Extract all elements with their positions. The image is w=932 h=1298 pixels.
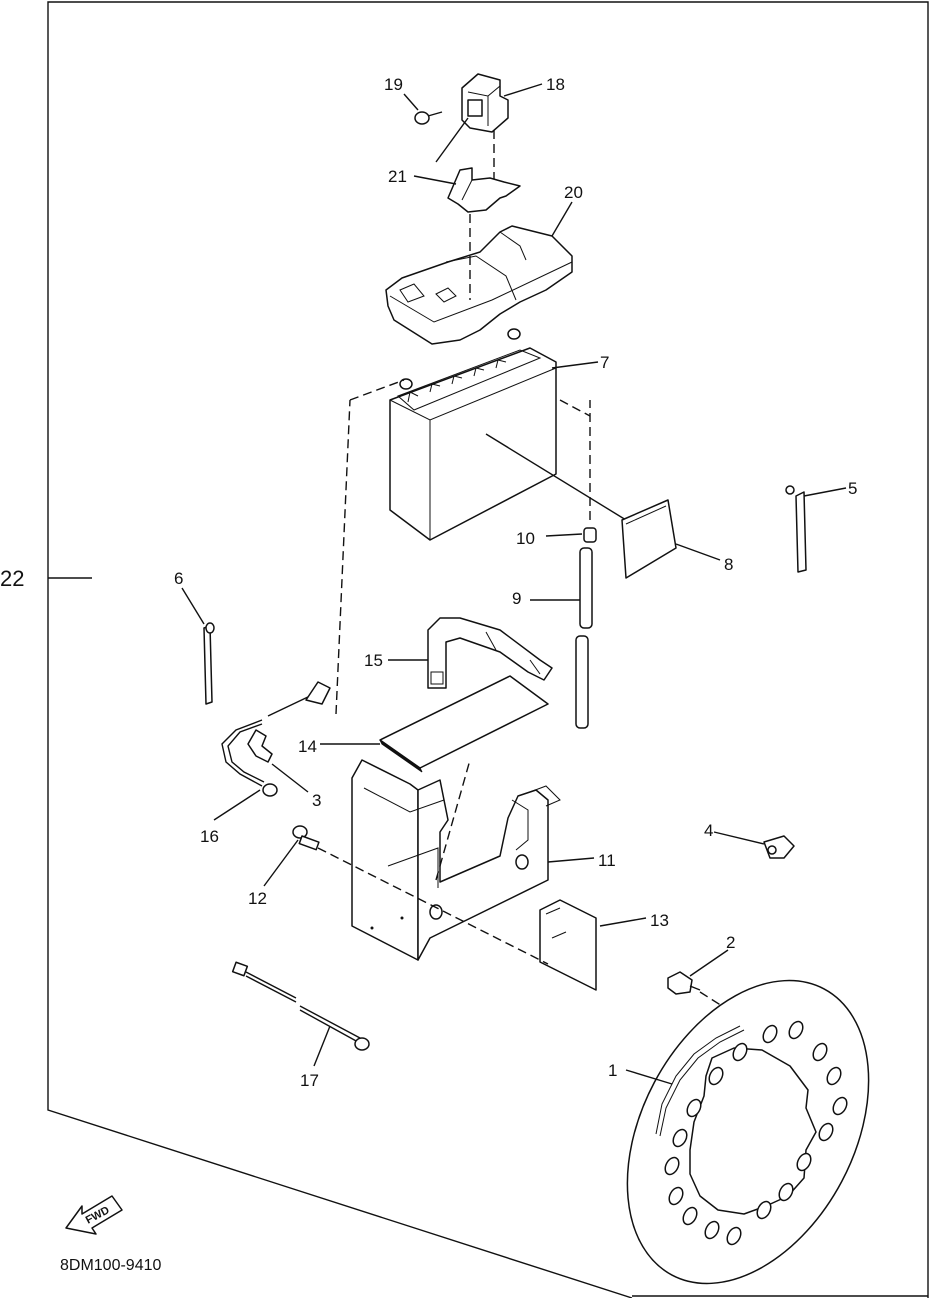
ground-lead-part (221, 719, 278, 797)
callout-3: 3 (312, 791, 321, 810)
clip-part-4 (763, 835, 795, 859)
battery-pad-part (379, 675, 549, 773)
callout-8: 8 (724, 555, 733, 574)
battery-cover-part (385, 214, 573, 345)
callout-22: 22 (0, 566, 24, 591)
callout-labels: 19 18 21 20 7 5 10 8 22 6 9 15 14 3 16 4… (0, 75, 857, 1090)
bolt-part-12 (292, 825, 320, 851)
assembly-boundary (47, 1, 929, 1298)
callout-5: 5 (848, 479, 857, 498)
callout-4: 4 (704, 821, 713, 840)
brake-disc-part (626, 979, 870, 1285)
diagram-reference: 8DM100-9410 (60, 1257, 162, 1274)
plate-part-13 (539, 899, 597, 991)
callout-2: 2 (726, 933, 735, 952)
callout-19: 19 (384, 75, 403, 94)
callout-7: 7 (600, 353, 609, 372)
callout-9: 9 (512, 589, 521, 608)
breather-tube-part (559, 399, 597, 729)
pin-part-5 (785, 485, 807, 573)
battery-strap-part (427, 617, 553, 689)
label-plate-part (621, 499, 677, 579)
callout-1: 1 (608, 1061, 617, 1080)
callout-11: 11 (598, 851, 616, 870)
callout-12: 12 (248, 889, 267, 908)
wire-lead-part (231, 961, 370, 1051)
bracket-part-21 (447, 167, 521, 213)
clamp-part-3 (247, 729, 273, 763)
callout-6: 6 (174, 569, 183, 588)
callout-18: 18 (546, 75, 565, 94)
screw-part-19 (414, 111, 443, 125)
fuse-holder-part (435, 73, 509, 186)
callout-20: 20 (564, 183, 583, 202)
fwd-arrow-icon: FWD (65, 1195, 123, 1235)
callout-13: 13 (650, 911, 669, 930)
callout-17: 17 (300, 1071, 319, 1090)
callout-10: 10 (516, 529, 535, 548)
leader-lines (181, 83, 847, 1085)
callout-15: 15 (364, 651, 383, 670)
callout-14: 14 (298, 737, 317, 756)
battery-box-part (351, 759, 561, 961)
pin-part-6 (203, 622, 215, 705)
callout-16: 16 (200, 827, 219, 846)
battery-cable-part (267, 379, 405, 717)
battery-part (389, 328, 557, 541)
callout-21: 21 (388, 167, 407, 186)
